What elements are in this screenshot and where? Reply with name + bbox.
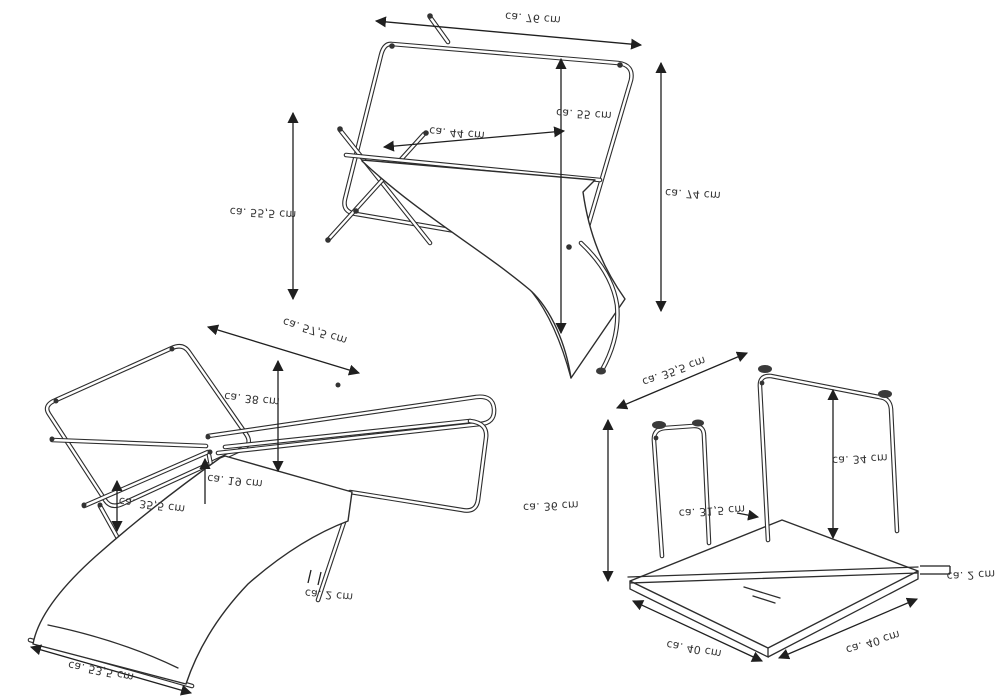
table-foot-cap <box>652 421 666 429</box>
arrow-seat-width <box>382 126 566 152</box>
table-left-leg-tube <box>651 423 712 559</box>
tick-tube-thickness <box>307 569 312 584</box>
assembled-chair-dimension-arrows <box>287 16 667 335</box>
arrow-corner-diagonal <box>736 509 760 521</box>
arrow-folded-top-width <box>206 324 361 376</box>
chair-fabric-sling <box>361 159 626 379</box>
dim-table-top-thickness: ca. 2 cm <box>946 567 996 583</box>
arrow-top-depth <box>777 597 919 660</box>
table-dimension-arrows <box>602 351 951 662</box>
arrow-folded-bottom-width <box>29 644 193 696</box>
chair-foot-cap <box>596 367 606 375</box>
tabletop-surface <box>629 519 919 649</box>
arrow-leg-frame-width <box>615 351 749 410</box>
folded-fabric-sling <box>32 455 353 685</box>
folded-chair-dimension-arrows <box>29 324 361 696</box>
surface-reflection-marks <box>743 586 781 604</box>
tabletop-support-bar <box>627 566 919 578</box>
arrow-top-width <box>631 600 764 662</box>
bracket-top-thickness <box>920 565 951 575</box>
arrow-top-width <box>374 16 643 50</box>
assembled-chair-drawing <box>325 13 634 379</box>
table-drawing <box>627 365 919 659</box>
